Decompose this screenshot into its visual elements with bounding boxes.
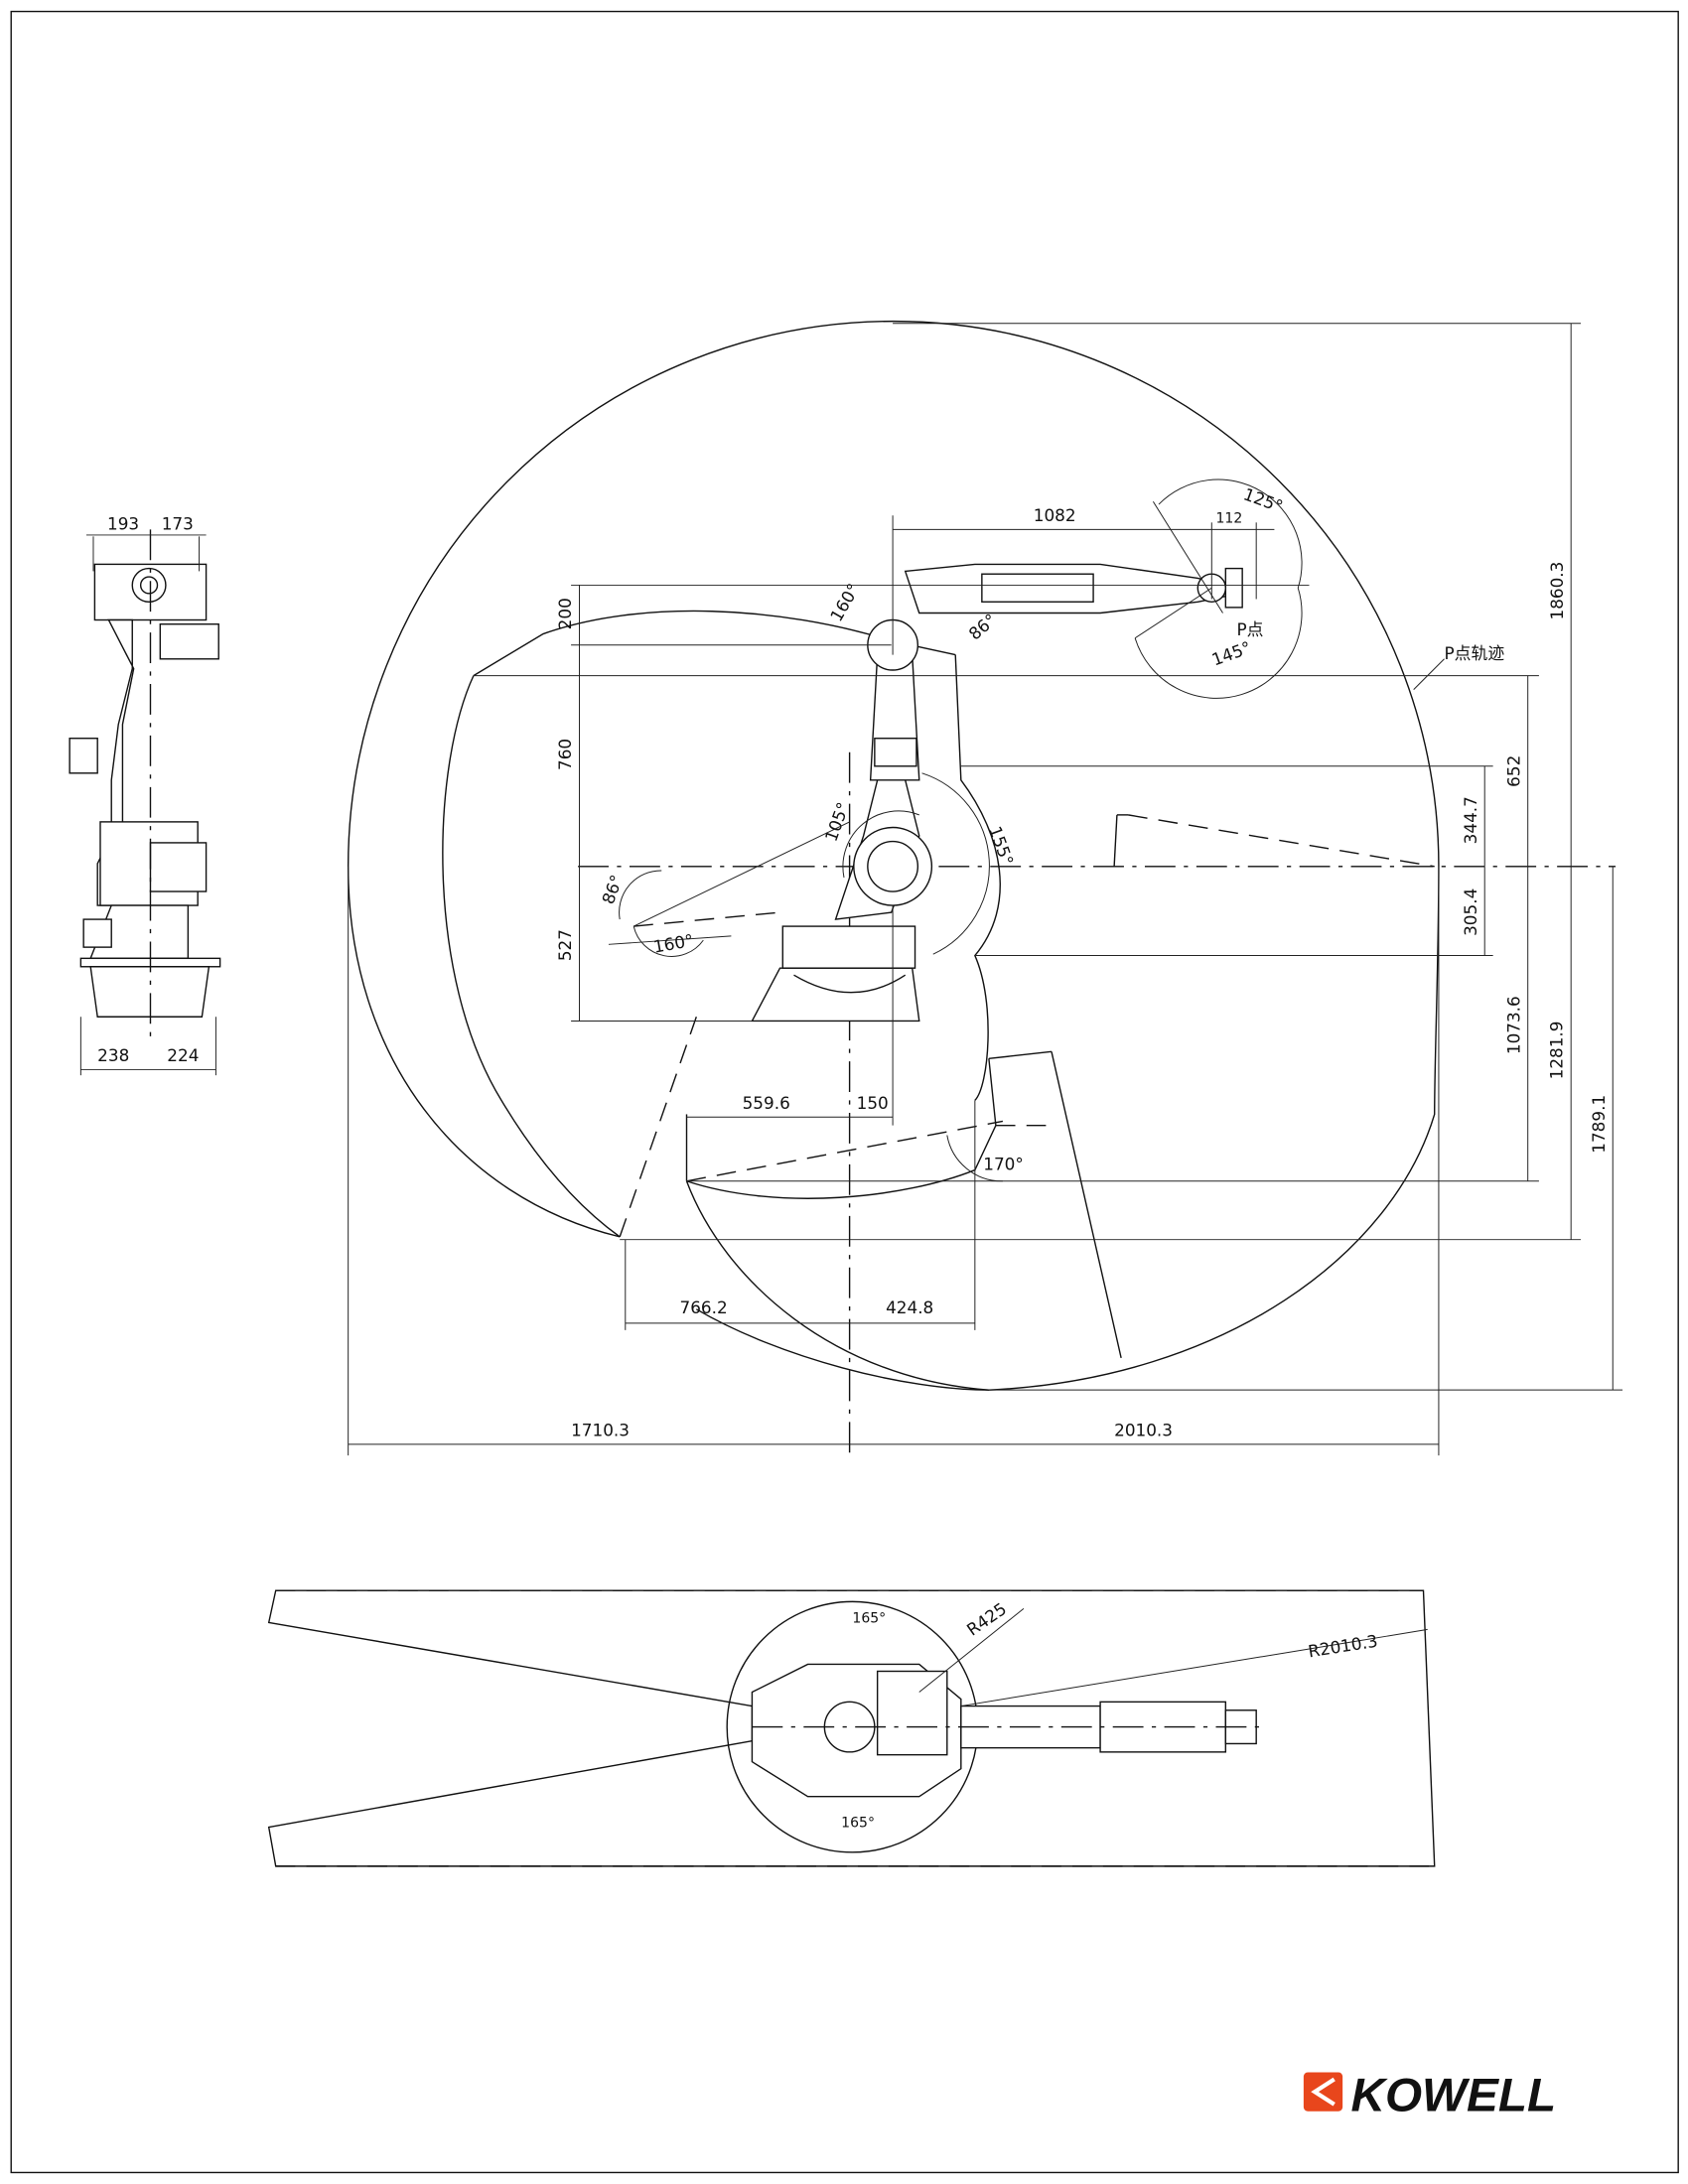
side-view-robot: [69, 529, 221, 1038]
r2010-label: R2010.3: [1307, 1631, 1379, 1662]
front-view-robot: [751, 563, 1243, 1023]
dim-2010-3: 2010.3: [1114, 1420, 1173, 1439]
angle-125: 125°: [1241, 483, 1286, 516]
dim-652: 652: [1503, 755, 1523, 787]
work-envelope: [347, 321, 1617, 1456]
dim-112: 112: [1216, 510, 1243, 526]
top-view: 165° R425 R2010.3 165°: [267, 1589, 1436, 1867]
sheet-border: [10, 10, 1679, 2174]
dim-150: 150: [857, 1093, 889, 1113]
dim-760: 760: [555, 739, 575, 770]
r425-label: R425: [963, 1598, 1010, 1640]
kowell-logo: KOWELL: [1303, 2070, 1557, 2122]
front-view-dimensions: 1082 112 125° 145° P点 P点轨迹 86° 160° 1860…: [348, 323, 1623, 1456]
dim-224: 224: [167, 1045, 199, 1065]
top-angle-165-lower: 165°: [841, 1816, 875, 1832]
angle-j3-86: 86°: [965, 610, 1001, 643]
dim-305-4: 305.4: [1461, 888, 1480, 936]
angle-j3-86-lower: 86°: [598, 873, 627, 907]
logo-mark-icon: [1303, 2072, 1343, 2112]
dim-424-8: 424.8: [886, 1297, 933, 1317]
p-point-label: P点: [1237, 619, 1264, 639]
envelope-inner-left: [442, 675, 621, 1238]
angle-j3-160: 160°: [826, 580, 864, 624]
angle-170: 170°: [983, 1155, 1024, 1174]
dim-344-7: 344.7: [1461, 796, 1480, 844]
dim-766-2: 766.2: [679, 1297, 727, 1317]
dim-173: 173: [162, 513, 194, 533]
dim-559-6: 559.6: [743, 1093, 790, 1113]
top-envelope: [267, 1589, 1436, 1867]
dim-193: 193: [107, 513, 139, 533]
dim-527: 527: [555, 929, 575, 961]
p-trajectory-outer: [347, 321, 1440, 1391]
wrist-flange: [1224, 567, 1243, 609]
robot-base: [751, 967, 920, 1023]
p-trajectory-label: P点轨迹: [1445, 643, 1505, 663]
dim-1073-6: 1073.6: [1503, 996, 1523, 1054]
dim-200: 200: [555, 598, 575, 629]
angle-145: 145°: [1209, 637, 1254, 670]
dim-1281-9: 1281.9: [1547, 1021, 1567, 1079]
dim-1860-3: 1860.3: [1547, 562, 1567, 620]
dim-1082: 1082: [1034, 505, 1076, 525]
side-view-dimensions: 193 173 238 224: [79, 513, 216, 1076]
angle-j2-105: 105°: [821, 799, 854, 844]
angle-j2-155: 155°: [985, 823, 1018, 868]
top-angle-165-upper: 165°: [852, 1610, 886, 1626]
dim-1789-1: 1789.1: [1589, 1095, 1609, 1154]
logo-text: KOWELL: [1351, 2070, 1557, 2122]
dim-1710-3: 1710.3: [571, 1420, 630, 1439]
dim-238: 238: [97, 1045, 129, 1065]
